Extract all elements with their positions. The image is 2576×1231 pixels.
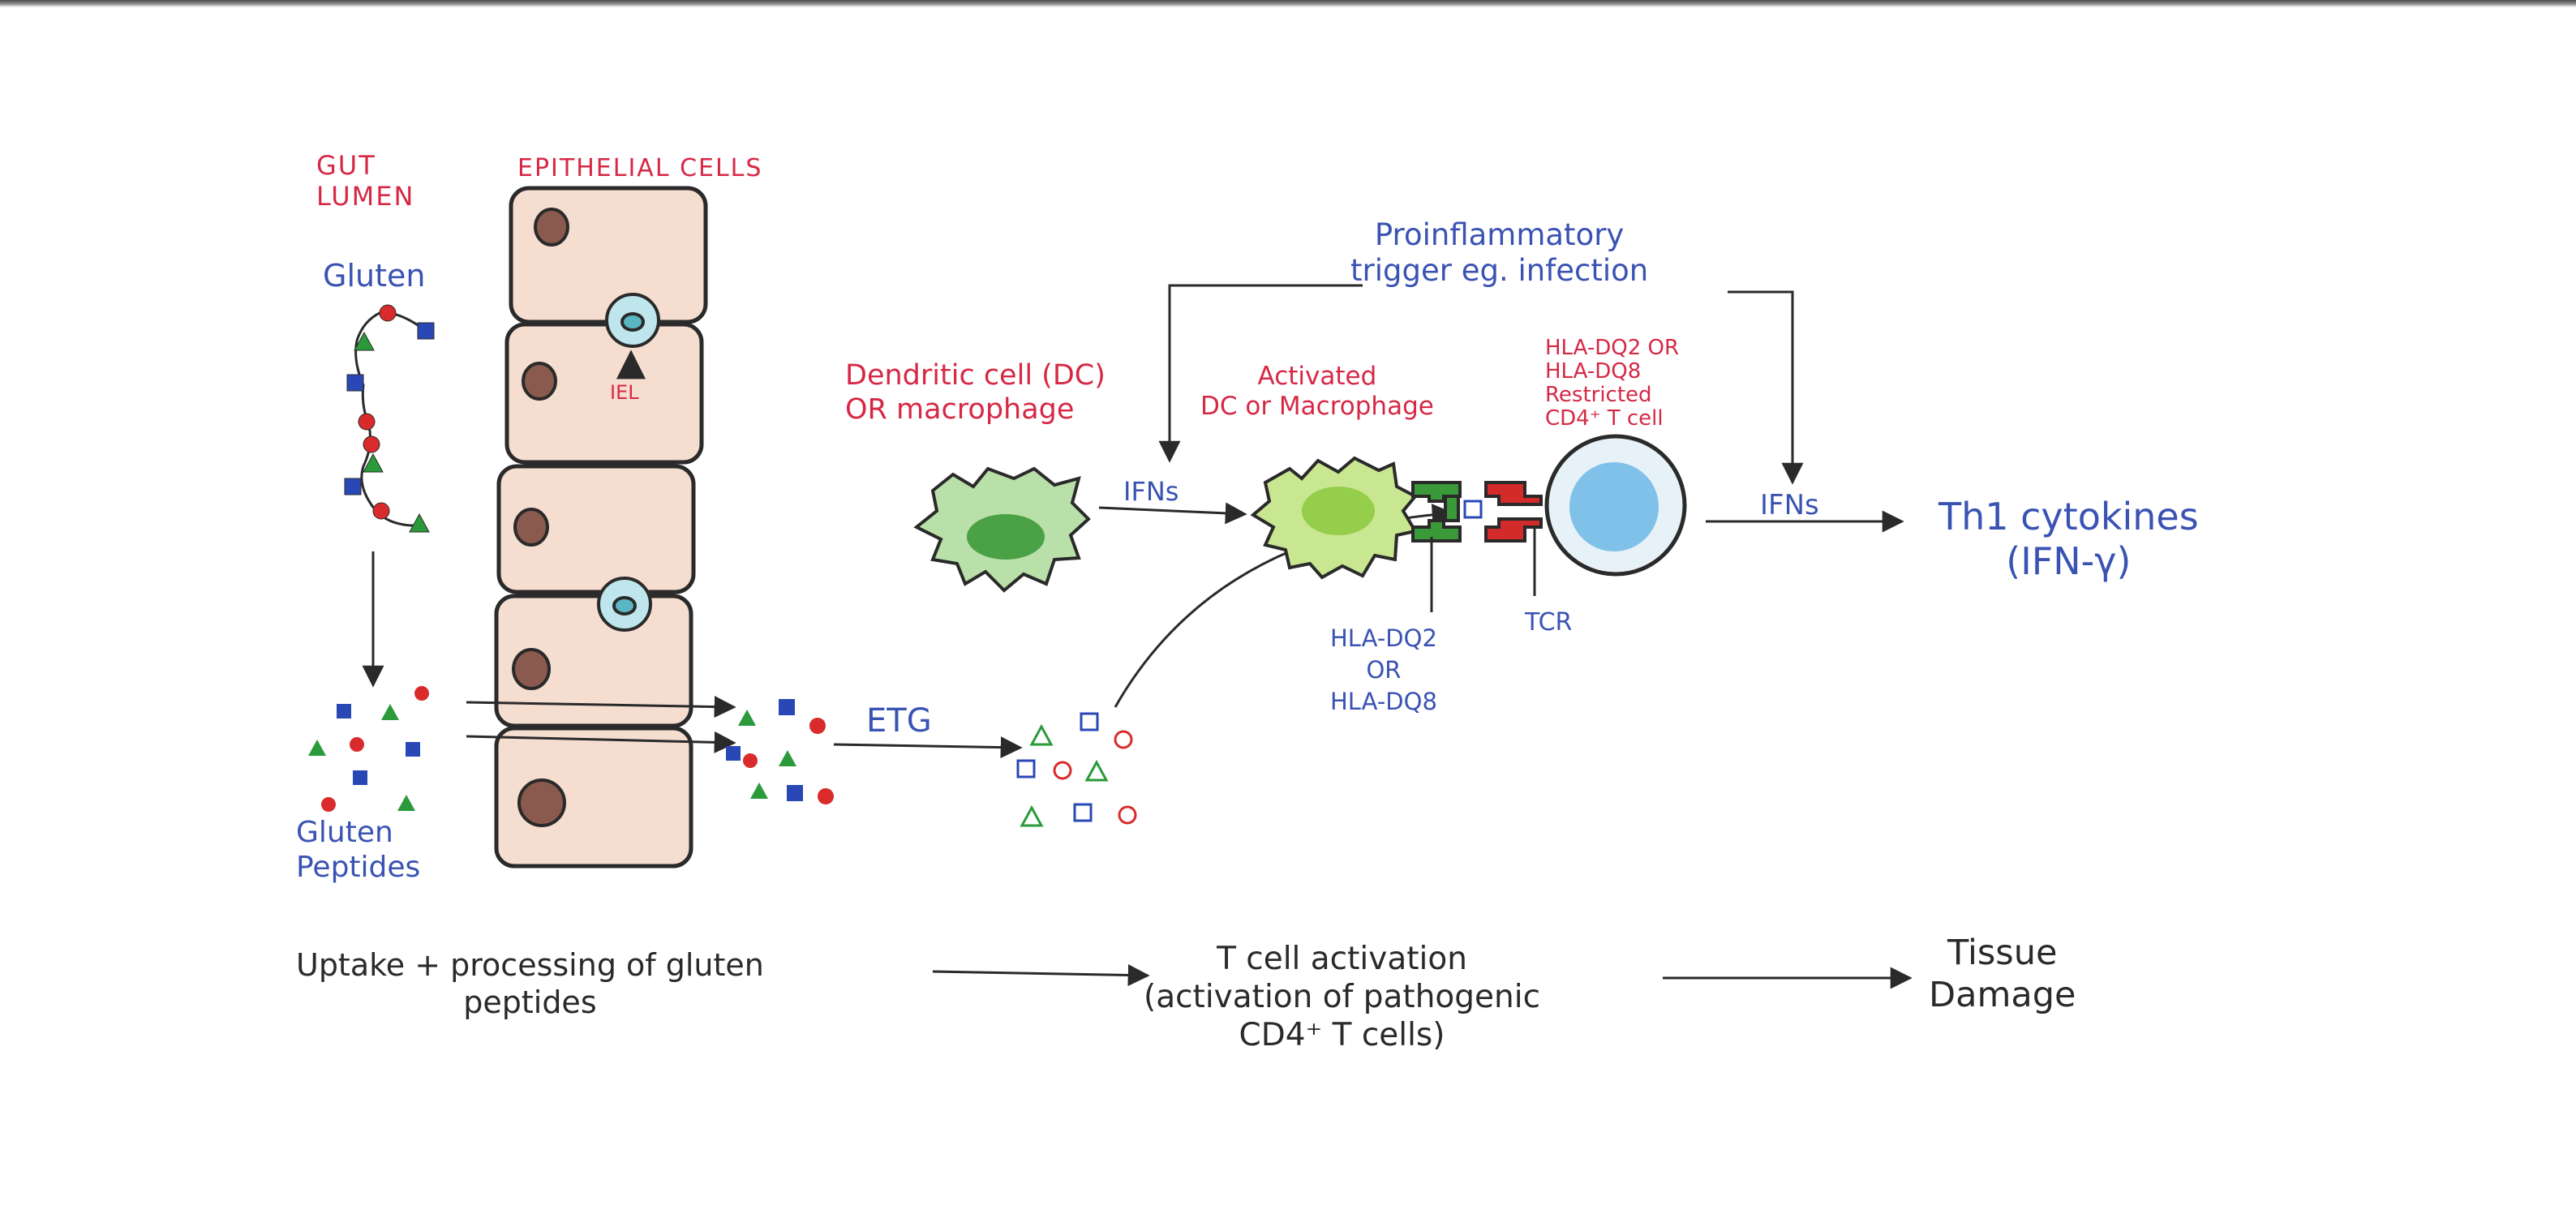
stage-uptake-label: Uptake + processing of gluten peptides — [296, 947, 764, 1020]
epithelial-cell-column — [494, 186, 708, 869]
hla-molecule — [1411, 481, 1462, 543]
nucleus-1 — [534, 208, 569, 247]
nucleus-2 — [522, 362, 557, 401]
stage-tcell-label: T cell activation (activation of pathoge… — [1144, 941, 1541, 1053]
epithelial-cell-3 — [496, 464, 696, 594]
dc-nucleus — [967, 514, 1045, 560]
deamidated-peptides — [1016, 712, 1137, 827]
gut-lumen-label: GUT LUMEN — [316, 150, 415, 212]
epithelial-cell-4 — [494, 594, 693, 728]
gluten-peptides-lamina — [726, 699, 834, 804]
gluten-peptides-lumen — [308, 686, 429, 812]
iel-cells — [597, 293, 660, 632]
epithelial-cells-label: EPITHELIAL CELLS — [517, 154, 763, 182]
presented-peptide — [1463, 500, 1483, 519]
gluten-peptides-label: Gluten Peptides — [296, 816, 421, 885]
th1-cytokines-label: Th1 cytokines (IFN-γ) — [1938, 495, 2199, 584]
stage-arrow-1 — [932, 964, 1150, 987]
gluten-label: Gluten — [323, 258, 426, 294]
hla-dq-label: HLA-DQ2 OR HLA-DQ8 — [1330, 624, 1437, 716]
etg-label: ETG — [866, 702, 932, 740]
nucleus-3 — [513, 508, 549, 547]
epithelial-cell-2 — [504, 322, 704, 465]
gluten-residues — [344, 304, 435, 533]
stage-tissue-label: Tissue Damage — [1929, 933, 2076, 1015]
ifns-arrow-left — [1098, 502, 1247, 525]
proinflammatory-label: Proinflammatory trigger eg. infection — [1350, 217, 1649, 289]
etg-arrow — [833, 736, 1023, 759]
nucleus-4 — [512, 648, 551, 690]
trigger-arrow-left — [1158, 284, 1363, 463]
t-cell-nucleus — [1569, 462, 1659, 551]
scan-edge-shadow — [0, 0, 2576, 7]
hla-restricted-label: HLA-DQ2 OR HLA-DQ8 Restricted CD4⁺ T cel… — [1545, 336, 1680, 431]
epithelial-cell-5 — [494, 726, 693, 869]
transcellular-arrow-2 — [466, 731, 736, 753]
trigger-arrow-right — [1728, 290, 1804, 485]
ifns-right-label: IFNs — [1760, 489, 1819, 521]
ifns-left-label: IFNs — [1123, 476, 1179, 507]
iel-label: IEL — [610, 381, 639, 404]
transcellular-arrow-1 — [466, 696, 736, 718]
tcr-label: TCR — [1525, 608, 1573, 637]
tcr-molecule — [1484, 481, 1543, 543]
activated-dc-nucleus — [1302, 487, 1375, 535]
epithelial-nuclei — [512, 208, 569, 827]
dendritic-cell-label: Dendritic cell (DC) OR macrophage — [845, 359, 1106, 426]
nucleus-5 — [517, 778, 566, 827]
activated-dc-label: Activated DC or Macrophage — [1200, 362, 1434, 422]
